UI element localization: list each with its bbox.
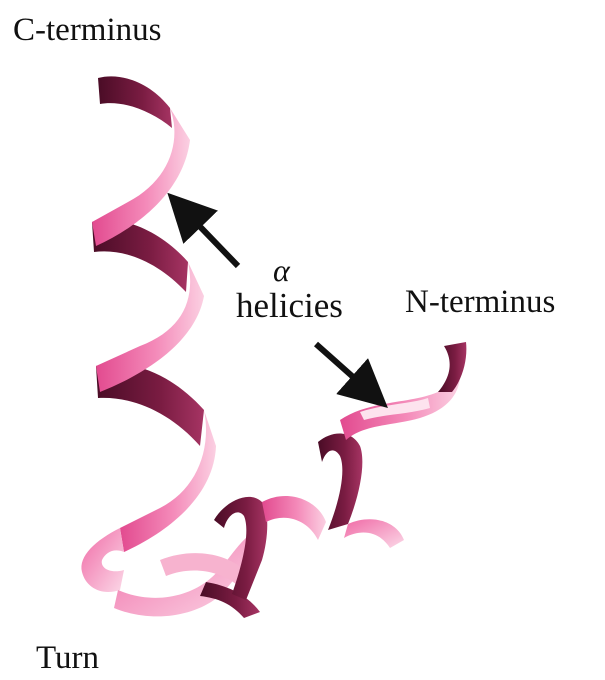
helix-turn-strand	[81, 528, 124, 592]
c-terminal-helix	[81, 76, 216, 592]
helix-front-strand	[92, 108, 190, 246]
helix-front-strand	[262, 496, 326, 540]
turn-label: Turn	[36, 642, 99, 675]
helix-front-strand	[344, 519, 404, 548]
helix-back-strand	[98, 76, 172, 128]
helix-back-strand	[438, 342, 466, 392]
n-terminal-helix	[214, 342, 466, 600]
helix-back-strand	[318, 433, 362, 530]
arrow-to-c-helix	[184, 210, 238, 266]
helices-label: helicies	[236, 288, 343, 323]
alpha-symbol-label: α	[273, 254, 290, 286]
n-terminus-label: N-terminus	[405, 286, 555, 319]
c-terminus-label: C-terminus	[13, 14, 161, 47]
arrow-to-n-helix	[316, 344, 370, 392]
